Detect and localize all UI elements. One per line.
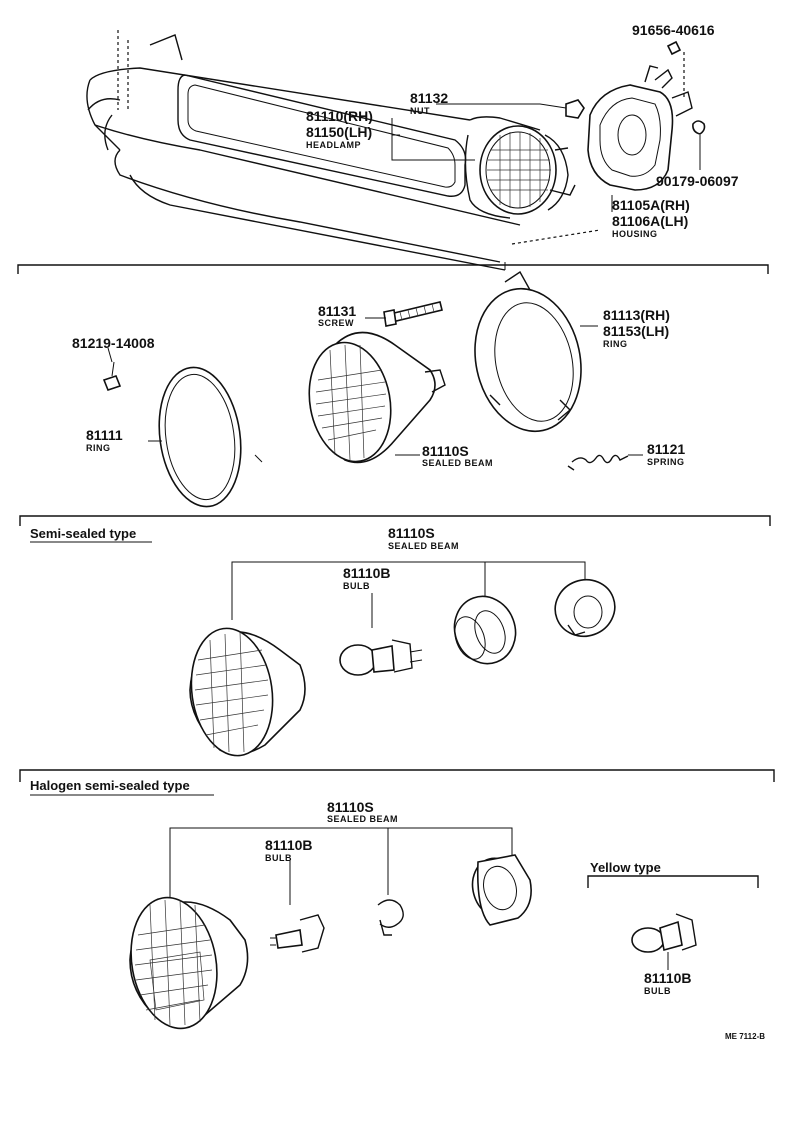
headlamp-number-lh: 81150(LH) (306, 124, 372, 140)
halogen-socket (471, 854, 532, 926)
nut-icon (565, 99, 585, 119)
top-screw-code: 91656-40616 (632, 22, 715, 38)
yellow-title: Yellow type (590, 860, 661, 875)
semi-beam-name: SEALED BEAM (388, 541, 459, 551)
section-bracket-exploded (17, 264, 769, 274)
adjust-screw-icon (383, 301, 443, 327)
semi-bulb-name: BULB (343, 581, 370, 591)
spring-name: SPRING (647, 457, 685, 467)
halogen-clip (377, 899, 404, 936)
exploded-labels: 81219-14008 81111 RING 81131 SCREW 81110… (72, 303, 685, 468)
trim-ring (158, 366, 263, 508)
halogen-bulb-number: 81110B (265, 837, 313, 853)
sealed-beam-name: SEALED BEAM (422, 458, 493, 468)
semi-bulb-number: 81110B (343, 565, 391, 581)
halogen-bulb (270, 914, 325, 953)
nut-name: NUT (410, 106, 430, 116)
small-screw-icon (102, 361, 122, 391)
top-labels: 91656-40616 81132 NUT 81110(RH) 81150(LH… (306, 22, 739, 239)
spring-icon (567, 454, 629, 471)
trim-ring-number: 81111 (86, 427, 123, 443)
top-clip-icon (692, 120, 706, 135)
semi-sealed-reflector (453, 595, 517, 665)
housing-number-rh: 81105A(RH) (612, 197, 690, 213)
semi-sealed-socket (554, 578, 616, 638)
semi-beam-number: 81110S (388, 525, 435, 541)
headlamp-name: HEADLAMP (306, 140, 361, 150)
section-bracket-yellow (587, 875, 759, 888)
halogen-labels: 81110S SEALED BEAM 81110B BULB (265, 799, 398, 863)
diagram-code: ME 7112-B (725, 1032, 765, 1041)
halogen-beam-number: 81110S (327, 799, 374, 815)
housing-top (587, 65, 693, 191)
sealed-beam-exploded (308, 331, 446, 464)
mounting-ring (474, 270, 582, 433)
headlamp-top (479, 125, 576, 215)
spring-number: 81121 (647, 441, 685, 457)
housing-number-lh: 81106A(LH) (612, 213, 688, 229)
section-bracket-halogen (19, 769, 775, 782)
nut-number: 81132 (410, 90, 448, 106)
halogen-bulb-name: BULB (265, 853, 292, 863)
car-front-illustration (86, 30, 541, 271)
mount-ring-number-lh: 81153(LH) (603, 323, 669, 339)
halogen-leaders (169, 827, 513, 905)
semi-sealed-bulb (339, 639, 423, 676)
sealed-beam-number: 81110S (422, 443, 469, 459)
halogen-title: Halogen semi-sealed type (30, 778, 190, 793)
yellow-bulb-name: BULB (644, 986, 671, 996)
small-screw-code: 81219-14008 (72, 335, 155, 351)
mount-ring-number-rh: 81113(RH) (603, 307, 670, 323)
halogen-beam (129, 896, 249, 1030)
semi-sealed-title: Semi-sealed type (30, 526, 136, 541)
semi-sealed-labels: 81110S SEALED BEAM 81110B BULB (343, 525, 459, 591)
adjust-screw-number: 81131 (318, 303, 356, 319)
halogen-beam-name: SEALED BEAM (327, 814, 398, 824)
top-screw-icon (666, 40, 685, 100)
yellow-bulb (631, 913, 697, 970)
mount-ring-name: RING (603, 339, 628, 349)
trim-ring-name: RING (86, 443, 111, 453)
yellow-bulb-number: 81110B (644, 970, 692, 986)
semi-sealed-leaders (231, 561, 586, 628)
housing-name: HOUSING (612, 229, 658, 239)
clip-code: 90179-06097 (656, 173, 739, 189)
headlamp-number-rh: 81110(RH) (306, 108, 373, 124)
adjust-screw-name: SCREW (318, 318, 354, 328)
exploded-leaders (107, 317, 643, 456)
semi-sealed-beam (189, 627, 306, 757)
top-leaders (391, 103, 701, 245)
section-bracket-semi-sealed (19, 515, 771, 526)
